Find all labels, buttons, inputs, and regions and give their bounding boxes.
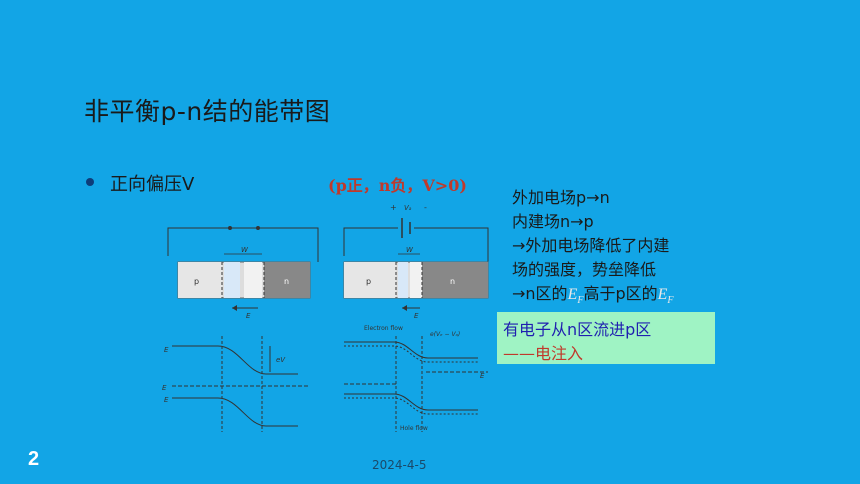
band-ef-label: E — [162, 384, 167, 392]
callout-box: 有电子从n区流进p区 ——电注入 — [497, 312, 715, 364]
note-line-5-mid: 高于p区的 — [583, 284, 658, 303]
band-barrier-label: eV — [276, 356, 286, 364]
fermi-e-1: E — [567, 286, 578, 303]
slide-title: 非平衡p-n结的能带图 — [84, 97, 331, 126]
left-e-label: E — [246, 312, 251, 320]
hole-flow-label: Hole flow — [400, 425, 428, 432]
slide-date: 2024-4-5 — [372, 458, 427, 472]
fermi-e-2: E — [657, 286, 668, 303]
left-w-label: W — [241, 246, 249, 254]
pn-junction-figure: p n W E + - Vₐ p n W — [162, 203, 489, 432]
page-number: 2 — [28, 448, 40, 470]
right-p-label: p — [366, 277, 371, 286]
note-line-5: →n区的EF高于p区的EF — [512, 282, 674, 313]
left-n-label: n — [284, 277, 289, 286]
left-circuit: p n W E — [167, 226, 319, 320]
note-line-2: 内建场n→p — [512, 212, 594, 231]
left-p-label: p — [194, 277, 199, 286]
right-band-diagram: Electron flow e(Vₑ − Vₐ) E Hole flow — [344, 325, 488, 432]
right-e-label: E — [414, 312, 419, 320]
right-efn-label: E — [480, 372, 485, 380]
notes-block: 外加电场p→n 内建场n→p →外加电场降低了内建 场的强度，势垒降低 →n区的… — [512, 186, 674, 313]
note-line-5-pre: →n区的 — [512, 284, 568, 303]
note-line-4: 场的强度，势垒降低 — [512, 260, 657, 279]
bias-condition: (p正，n负，V>0) — [328, 176, 467, 195]
note-line-3: →外加电场降低了内建 — [512, 236, 670, 255]
right-w-label: W — [406, 246, 414, 254]
right-barrier-label: e(Vₑ − Vₐ) — [430, 331, 460, 338]
callout-line-1: 有电子从n区流进p区 — [503, 320, 652, 339]
bullet-text: 正向偏压V — [110, 174, 195, 195]
band-ec-label: E — [164, 346, 169, 354]
fermi-sub-1: F — [577, 295, 584, 307]
electron-flow-label: Electron flow — [364, 325, 403, 332]
fermi-level-n: EF — [567, 286, 584, 307]
battery-plus: + — [390, 203, 397, 212]
battery-minus: - — [424, 203, 427, 212]
callout-line-2: ——电注入 — [503, 344, 584, 363]
fermi-level-p: EF — [657, 286, 674, 307]
fermi-sub-2: F — [667, 295, 674, 307]
band-ev-label: E — [164, 396, 169, 404]
right-n-label: n — [450, 277, 455, 286]
right-circuit: + - Vₐ p n W E — [343, 203, 489, 320]
left-band-diagram: E E E eV — [162, 336, 308, 432]
battery-va: Vₐ — [404, 204, 412, 212]
note-line-1: 外加电场p→n — [512, 188, 610, 207]
bullet-icon — [86, 178, 94, 186]
